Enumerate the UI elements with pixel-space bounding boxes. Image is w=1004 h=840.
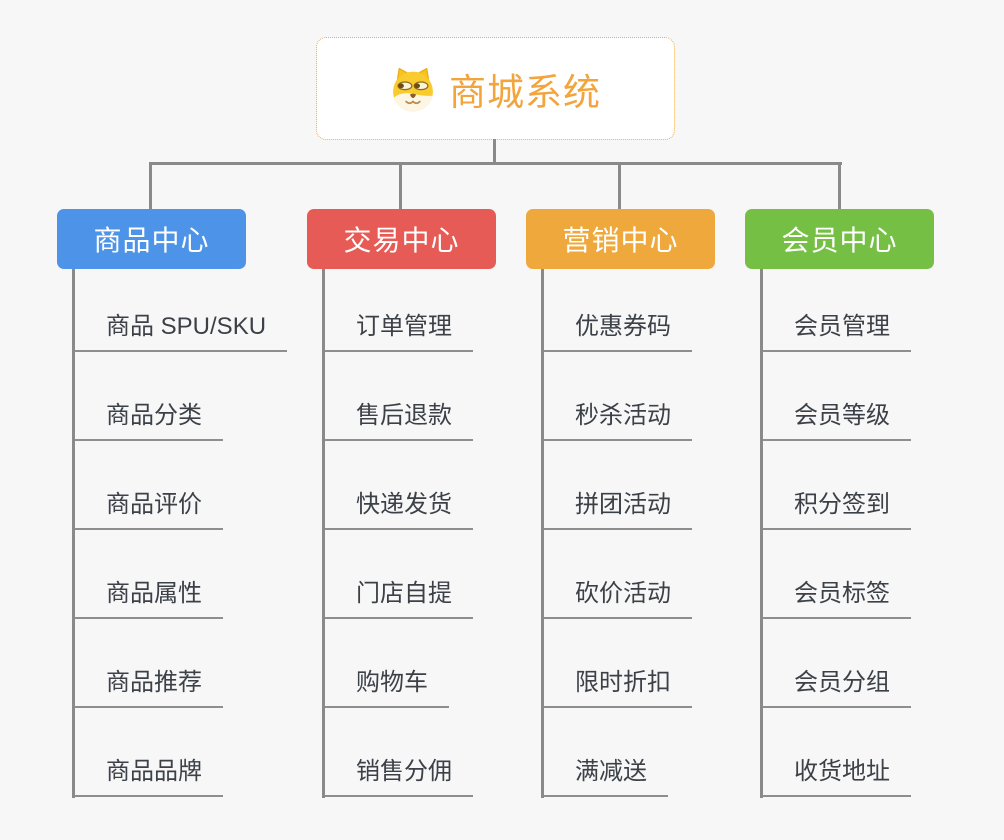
leaf-item[interactable]: 商品 SPU/SKU — [75, 310, 288, 352]
branch-header-marketing[interactable]: 营销中心 — [526, 209, 715, 269]
leaf-item[interactable]: 积分签到 — [763, 488, 911, 530]
branch-header-trade[interactable]: 交易中心 — [307, 209, 496, 269]
connector-drop-member — [838, 164, 841, 210]
leaf-item[interactable]: 优惠券码 — [544, 310, 692, 352]
root-title: 商城系统 — [449, 71, 601, 113]
connector-drop-marketing — [618, 164, 621, 210]
connector-drop-trade — [399, 164, 402, 210]
leaf-item[interactable]: 满减送 — [544, 755, 668, 797]
leaf-item[interactable]: 商品评价 — [75, 488, 223, 530]
connector-horizontal-bar — [149, 162, 842, 165]
leaf-item[interactable]: 商品分类 — [75, 399, 223, 441]
root-node[interactable]: 商城系统 — [316, 37, 675, 140]
leaf-item[interactable]: 快递发货 — [325, 488, 473, 530]
leaf-item[interactable]: 会员管理 — [763, 310, 911, 352]
leaf-item[interactable]: 收货地址 — [763, 755, 911, 797]
leaf-item[interactable]: 会员标签 — [763, 577, 911, 619]
branch-children-marketing: 优惠券码 秒杀活动 拼团活动 砍价活动 限时折扣 满减送 — [541, 269, 692, 798]
leaf-item[interactable]: 商品属性 — [75, 577, 223, 619]
leaf-item[interactable]: 商品品牌 — [75, 755, 223, 797]
dog-face-icon — [390, 64, 436, 113]
branch-header-member[interactable]: 会员中心 — [745, 209, 934, 269]
leaf-item[interactable]: 会员分组 — [763, 666, 911, 708]
connector-root-drop — [493, 139, 496, 163]
leaf-item[interactable]: 门店自提 — [325, 577, 473, 619]
leaf-item[interactable]: 会员等级 — [763, 399, 911, 441]
branch-children-product: 商品 SPU/SKU 商品分类 商品评价 商品属性 商品推荐 商品品牌 — [72, 269, 288, 798]
leaf-item[interactable]: 秒杀活动 — [544, 399, 692, 441]
leaf-item[interactable]: 限时折扣 — [544, 666, 692, 708]
connector-drop-product — [149, 164, 152, 210]
leaf-item[interactable]: 销售分佣 — [325, 755, 473, 797]
branch-children-member: 会员管理 会员等级 积分签到 会员标签 会员分组 收货地址 — [760, 269, 911, 798]
leaf-item[interactable]: 订单管理 — [325, 310, 473, 352]
leaf-item[interactable]: 砍价活动 — [544, 577, 692, 619]
branch-header-product[interactable]: 商品中心 — [57, 209, 246, 269]
leaf-item[interactable]: 拼团活动 — [544, 488, 692, 530]
leaf-item[interactable]: 商品推荐 — [75, 666, 223, 708]
leaf-item[interactable]: 购物车 — [325, 666, 449, 708]
branch-children-trade: 订单管理 售后退款 快递发货 门店自提 购物车 销售分佣 — [322, 269, 473, 798]
leaf-item[interactable]: 售后退款 — [325, 399, 473, 441]
